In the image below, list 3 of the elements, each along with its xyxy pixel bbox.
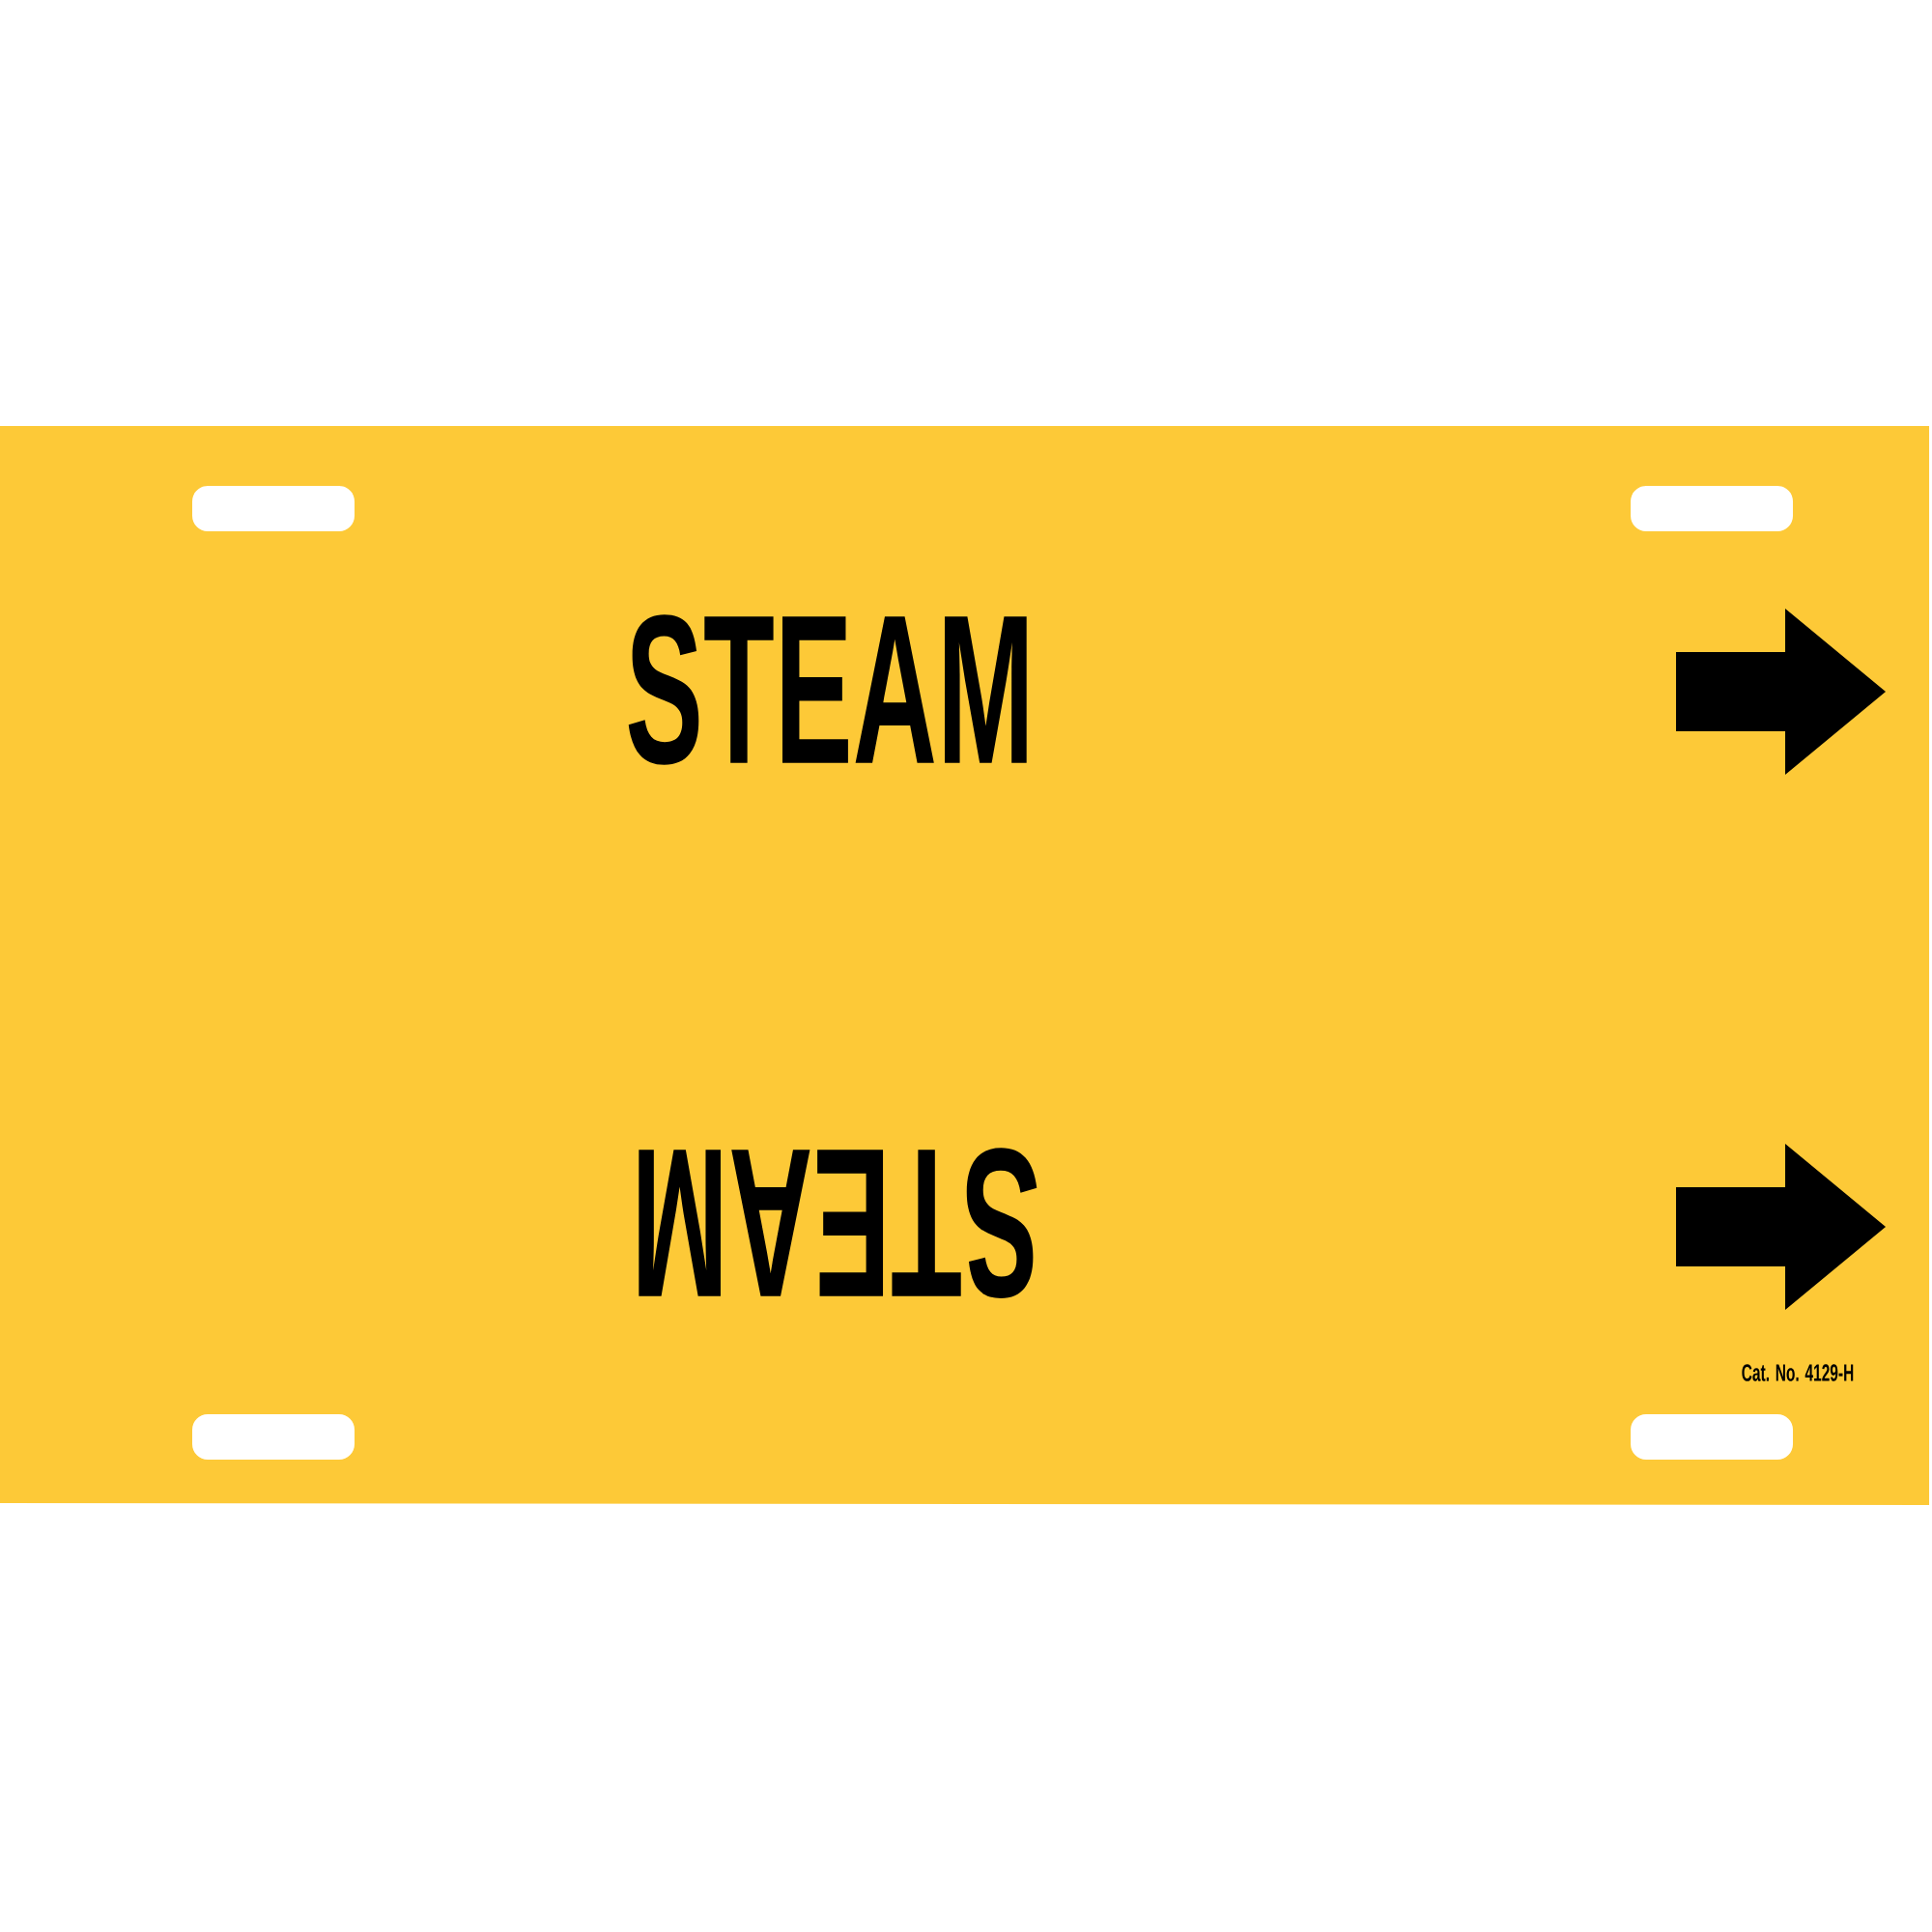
catalog-number: Cat. No. 4129-H bbox=[1742, 1364, 1854, 1381]
pipe-label-text: STEAM bbox=[639, 1148, 1037, 1298]
pipe-label-text: STEAM bbox=[628, 614, 1027, 765]
